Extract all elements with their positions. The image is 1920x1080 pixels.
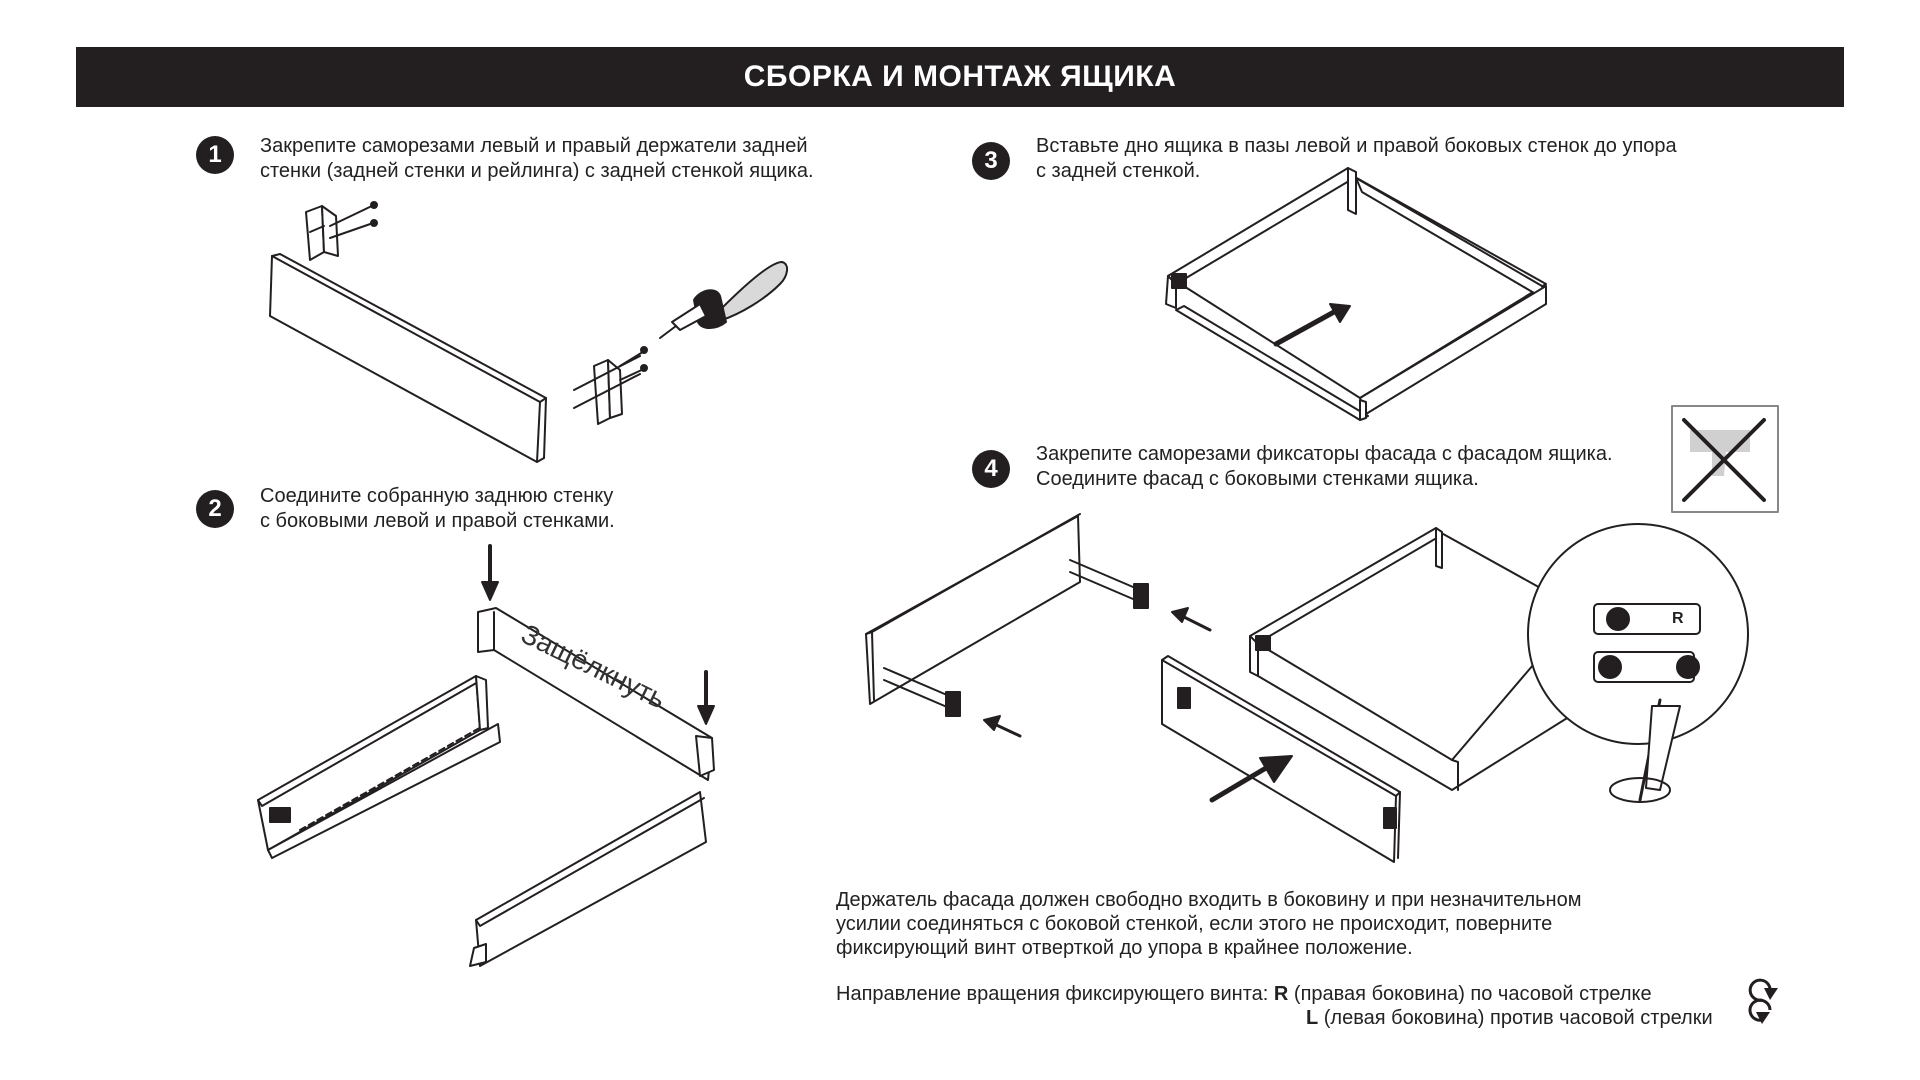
step-4-detail-circle	[1527, 523, 1749, 803]
step-2-text: Соедините собранную заднюю стенку с боко…	[260, 484, 615, 534]
detail-r-label: R	[1672, 610, 1684, 627]
step-1-badge: 1	[196, 136, 234, 174]
step-1-text: Закрепите саморезами левый и правый держ…	[260, 134, 814, 184]
rotation-l-letter: L	[1306, 1007, 1319, 1029]
step-4-line-1: Закрепите саморезами фиксаторы фасада с …	[1036, 443, 1613, 465]
down-arrow-icon	[481, 544, 715, 725]
step-1-bracket-bottom	[573, 346, 648, 425]
step-4-text: Закрепите саморезами фиксаторы фасада с …	[1036, 442, 1613, 492]
screwdriver-icon	[659, 261, 788, 339]
step-4-badge: 4	[972, 450, 1010, 488]
rotation-prefix: Направление вращения фиксирующего винта:	[836, 983, 1269, 1005]
no-drill-icon	[1671, 405, 1779, 513]
page-title: СБОРКА И МОНТАЖ ЯЩИКА	[743, 60, 1177, 93]
step-1-line-1: Закрепите саморезами левый и правый держ…	[260, 135, 808, 157]
step-3-badge: 3	[972, 142, 1010, 180]
note-line-2: усилии соединяться с боковой стенкой, ес…	[836, 913, 1553, 935]
step-2-left-side-wall	[257, 675, 501, 859]
rotation-l-text: (левая боковина) против часовой стрелки	[1318, 1007, 1713, 1029]
rotation-line-l: L (левая боковина) против часовой стрелк…	[1306, 1006, 1713, 1031]
rotation-r-text: (правая боковина) по часовой стрелке	[1288, 983, 1652, 1005]
step-1-bracket-top	[305, 201, 378, 261]
step-2-line-1: Соедините собранную заднюю стенку	[260, 485, 614, 507]
note-line-3: фиксирующий винт отверткой до упора в кр…	[836, 937, 1413, 959]
step-3-line-1: Вставьте дно ящика в пазы левой и правой…	[1036, 135, 1677, 157]
step-3-text: Вставьте дно ящика в пазы левой и правой…	[1036, 134, 1677, 184]
step-4-facade-panel	[1161, 655, 1401, 863]
step-4-front-panel	[865, 513, 1212, 738]
step-2-back-wall	[477, 607, 715, 781]
step-4-line-2: Соедините фасад с боковыми стенками ящик…	[1036, 468, 1479, 490]
step-3-drawer-box	[1165, 167, 1547, 421]
step-1-back-panel	[269, 253, 547, 463]
step-2-right-side-wall	[469, 791, 707, 967]
step-2-line-2: с боковыми левой и правой стенками.	[260, 510, 615, 532]
step-1-line-2: стенки (задней стенки и рейлинга) с задн…	[260, 160, 814, 182]
note-line-1: Держатель фасада должен свободно входить…	[836, 889, 1582, 911]
title-bar: СБОРКА И МОНТАЖ ЯЩИКА	[76, 47, 1844, 107]
step-2-badge: 2	[196, 490, 234, 528]
note-text: Держатель фасада должен свободно входить…	[836, 888, 1581, 960]
rotation-r-letter: R	[1273, 983, 1289, 1005]
rotation-line-r: Направление вращения фиксирующего винта:…	[836, 982, 1652, 1007]
step-4-drawer	[1249, 527, 1581, 791]
step-3-line-2: с задней стенкой.	[1036, 160, 1201, 182]
